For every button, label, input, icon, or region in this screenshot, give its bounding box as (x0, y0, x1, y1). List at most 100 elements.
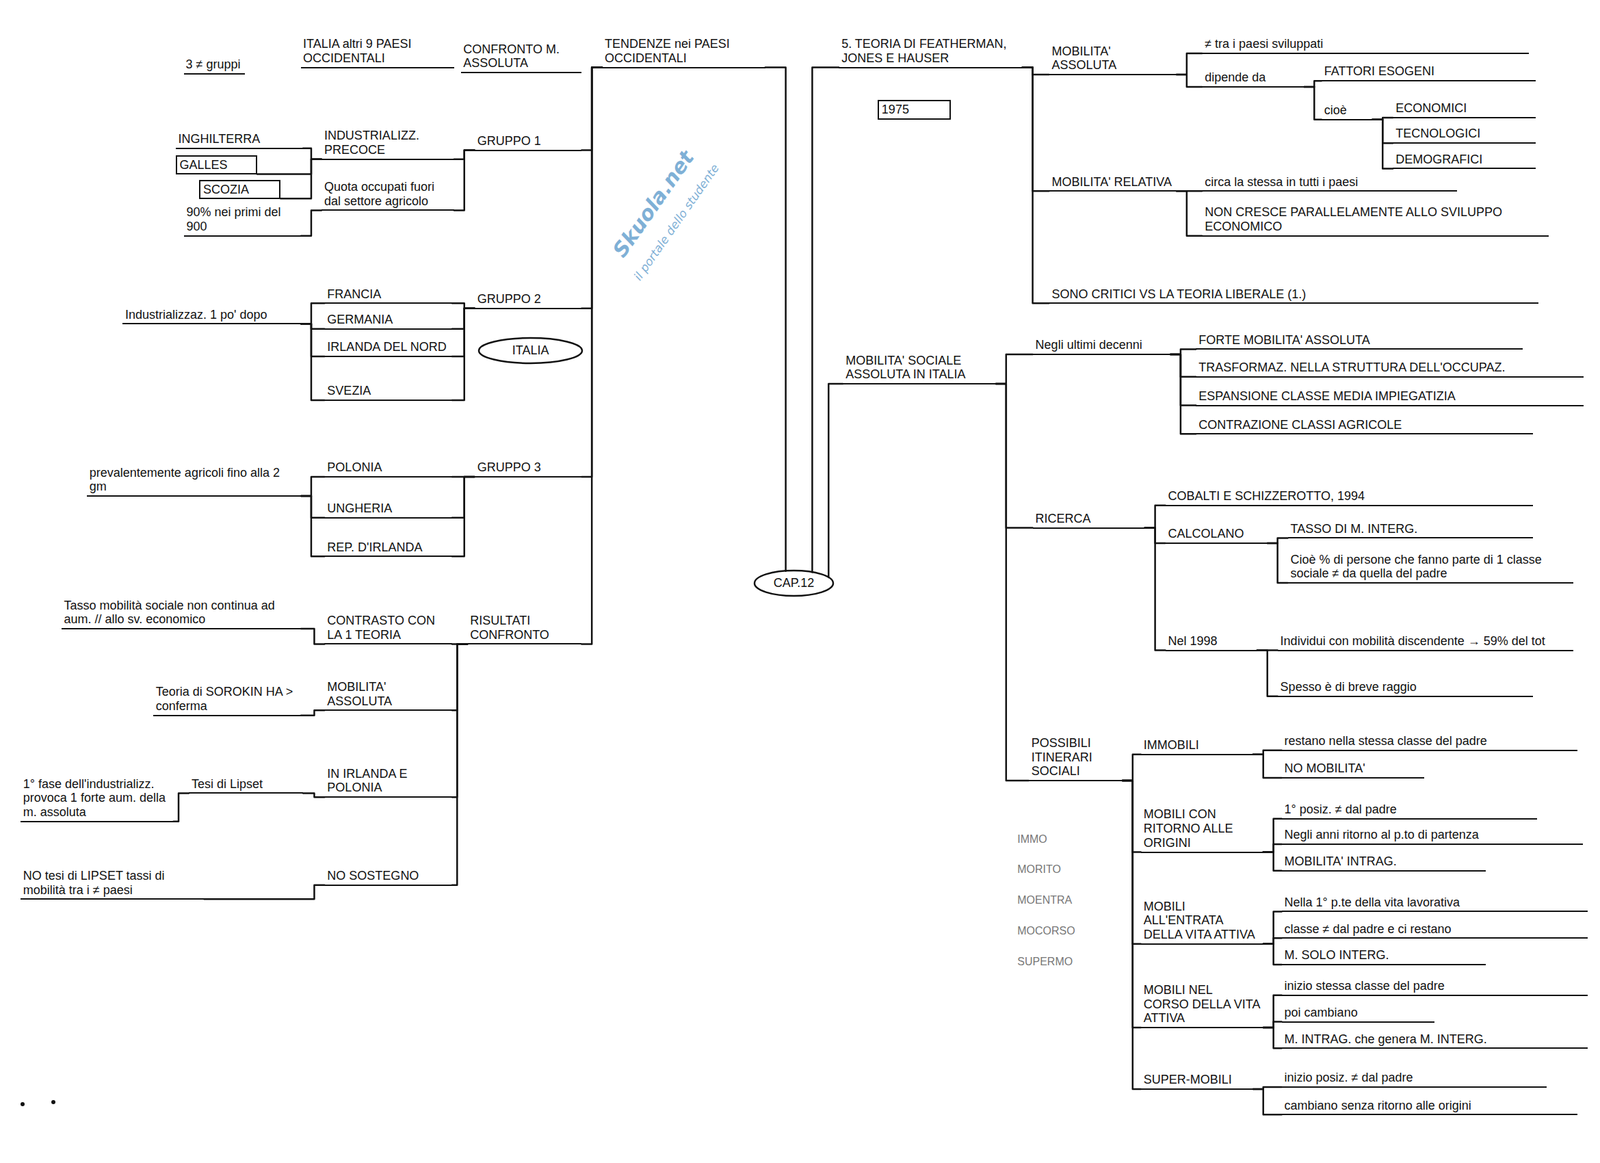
node-text: GALLES (179, 158, 254, 173)
connector (452, 308, 475, 357)
connector (1145, 528, 1166, 651)
node-text: NO MOBILITA' (1284, 761, 1423, 776)
note-box: inizio posiz. ≠ dal padre (1281, 1069, 1548, 1088)
connector (300, 495, 325, 518)
note-box: Nella 1° p.te della vita lavorativa (1281, 894, 1589, 913)
note-box: Cioè % di persone che fanno parte di 1 c… (1288, 551, 1575, 584)
note-box: Individui con mobilità discendente → 59%… (1277, 632, 1575, 652)
node-text: NON CRESCE PARALLELAMENTE ALLO SVILUPPO … (1204, 205, 1546, 234)
node-text: prevalentemente agricoli fino alla 2 gm (89, 465, 299, 494)
connector (1122, 780, 1142, 1028)
connector (1022, 67, 1050, 192)
node-text: Teoria di SOROKIN HA > conferma (155, 684, 299, 713)
pencil-note: SUPERMO (1015, 954, 1075, 970)
node-text: MOBILITA' RELATIVA (1051, 175, 1174, 190)
node-text: FRANCIA (326, 287, 449, 302)
node-text: Industrializzaz. 1 po' dopo (125, 307, 299, 323)
node-text: RISULTATI CONFRONTO (469, 613, 579, 642)
node-text: MOBILI ALL'ENTRATA DELLA VITA ATTIVA (1143, 899, 1261, 942)
node-text: DEMOGRAFICI (1395, 152, 1533, 167)
node-text: IRLANDA DEL NORD (326, 339, 449, 355)
connector (1176, 53, 1202, 75)
note-box: GERMANIA (324, 311, 452, 330)
connector (300, 323, 325, 357)
note-box: 1975 (877, 99, 951, 120)
oval-node: CAP.12 (753, 569, 835, 598)
node-text: INDUSTRIALIZZ. PRECOCE (324, 128, 452, 157)
note-box: dipende da (1201, 69, 1304, 88)
note-box: Spesso è di breve raggio (1277, 678, 1533, 698)
node-text: 1975 (881, 102, 947, 117)
oval-shape (754, 570, 834, 596)
connector (1263, 1027, 1282, 1048)
note-box: SCOZIA (199, 179, 281, 200)
connector (1263, 995, 1282, 1028)
connector (765, 67, 786, 572)
ink-dot (20, 1102, 25, 1107)
note-box: GALLES (175, 155, 258, 176)
connector (1267, 543, 1289, 583)
node-text: poi cambiano (1284, 1005, 1433, 1020)
connector (452, 643, 468, 711)
connector (995, 383, 1029, 781)
pencil-note: MORITO (1015, 861, 1064, 877)
node-text: MOBILI CON RITORNO ALLE ORIGINI (1143, 807, 1261, 850)
connector (452, 643, 468, 885)
node-text: IMMOBILI (1143, 738, 1251, 753)
note-box: INDUSTRIALIZZ. PRECOCE (321, 127, 455, 160)
node-text: FORTE MOBILITA' ASSOLUTA (1198, 333, 1520, 348)
connector (173, 792, 189, 821)
note-box: 5. TEORIA DI FEATHERMAN, JONES E HAUSER (838, 35, 1023, 68)
note-box: COBALTI E SCHIZZEROTTO, 1994 (1165, 487, 1533, 507)
connector (995, 354, 1033, 384)
note-box: TECNOLOGICI (1392, 125, 1536, 144)
node-text: UNGHERIA (326, 501, 449, 516)
note-box: GRUPPO 2 (474, 290, 583, 310)
note-box: INGHILTERRA (175, 130, 304, 150)
connector (1170, 354, 1196, 434)
node-text: TENDENZE nei PAESI OCCIDENTALI (604, 36, 763, 65)
connector (995, 383, 1033, 529)
note-box: IRLANDA DEL NORD (324, 338, 452, 358)
column-header: 3 ≠ gruppi (184, 56, 246, 75)
connector (1022, 67, 1050, 304)
node-text: NO tesi di LIPSET tassi di mobilità tra … (23, 868, 202, 897)
node-text: IN IRLANDA E POLONIA (326, 766, 449, 795)
connector (300, 476, 325, 496)
connector (452, 476, 475, 518)
connector (1176, 190, 1202, 236)
node-text: TRASFORMAZ. NELLA STRUTTURA DELL'OCCUPAZ… (1198, 360, 1581, 375)
connector (1263, 943, 1282, 965)
note-box: POSSIBILI ITINERARI SOCIALI (1028, 734, 1123, 782)
node-text: FATTORI ESOGENI (1324, 64, 1533, 79)
pencil-note: IMMO (1015, 831, 1050, 847)
note-box: TASSO DI M. INTERG. (1288, 520, 1533, 540)
node-text: cambiano senza ritorno alle origini (1284, 1098, 1576, 1113)
connector (1022, 67, 1050, 75)
node-text: Individui con mobilità discendente → 59%… (1280, 634, 1572, 649)
connector (1257, 650, 1278, 697)
note-box: M. INTRAG. che genera M. INTERG. (1281, 1030, 1589, 1050)
node-text: Nella 1° p.te della vita lavorativa (1284, 895, 1586, 910)
connector (300, 323, 325, 401)
note-box: IMMOBILI (1141, 736, 1254, 756)
node-text: RICERCA (1035, 511, 1143, 527)
connector (303, 148, 322, 160)
note-box: MOBILITA' SOCIALE ASSOLUTA IN ITALIA (842, 352, 996, 385)
node-text: POLONIA (326, 460, 449, 475)
connector (1253, 1089, 1282, 1115)
note-box: 1° fase dell'industrializz. provoca 1 fo… (20, 775, 174, 823)
note-box: MOBILI NEL CORSO DELLA VITA ATTIVA (1141, 981, 1264, 1029)
note-box: MOBILITA' INTRAG. (1281, 853, 1486, 872)
column-header: CONFRONTO M. ASSOLUTA (461, 41, 582, 74)
note-box: Tesi di Lipset (188, 775, 304, 795)
connector (828, 383, 843, 578)
node-text: GRUPPO 1 (477, 134, 580, 149)
node-text: Quota occupati fuori dal settore agricol… (324, 179, 452, 208)
node-text: GERMANIA (326, 312, 449, 327)
node-text: SUPER-MOBILI (1143, 1072, 1251, 1087)
note-box: circa la stessa in tutti i paesi (1201, 173, 1458, 193)
connector (811, 67, 839, 573)
node-text: MOBILITA' INTRAG. (1284, 854, 1484, 869)
node-text: CALCOLANO (1168, 526, 1265, 542)
